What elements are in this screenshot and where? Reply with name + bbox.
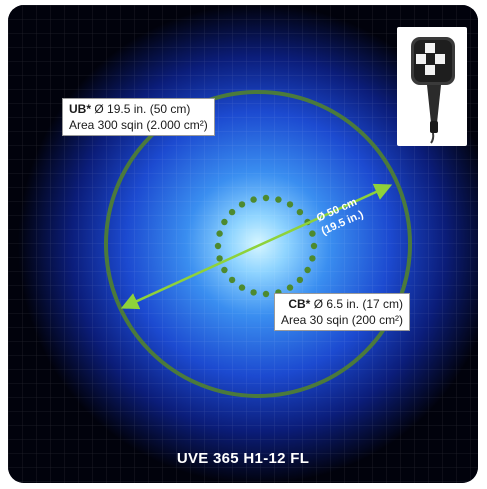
inner-ring-dot bbox=[262, 290, 270, 298]
uv-lamp-flashlight-icon bbox=[411, 37, 455, 144]
inner-ring-dot bbox=[250, 289, 257, 296]
diameter-arrow bbox=[120, 183, 393, 310]
inner-ring-dot bbox=[221, 218, 228, 226]
inner-ring-dot bbox=[275, 196, 282, 203]
ub-dims: Ø 19.5 in. (50 cm) bbox=[94, 102, 191, 116]
ub-info-line1: UB* Ø 19.5 in. (50 cm) bbox=[69, 101, 208, 117]
cb-name: CB* bbox=[288, 297, 311, 311]
inner-ring-dot bbox=[262, 194, 270, 202]
cb-area: Area 30 sqin (200 cm²) bbox=[281, 313, 404, 327]
inner-ring-dot bbox=[296, 208, 304, 216]
product-thumbnail bbox=[397, 27, 467, 146]
cb-info-line1: CB* Ø 6.5 in. (17 cm) bbox=[281, 296, 403, 312]
inner-ring-dot bbox=[304, 266, 311, 274]
beam-diagram-panel: Ø 50 cm (19.5 in.) UB* Ø 19.5 in. (50 cm… bbox=[8, 5, 478, 483]
inner-ring-dot bbox=[296, 276, 304, 284]
ub-name: UB* bbox=[69, 102, 92, 116]
inner-ring-dot bbox=[250, 196, 257, 203]
ub-info-box: UB* Ø 19.5 in. (50 cm) Area 300 sqin (2.… bbox=[62, 98, 215, 136]
inner-ring-dot bbox=[221, 266, 228, 274]
inner-ring-dot bbox=[309, 230, 316, 237]
inner-ring-dot bbox=[310, 242, 318, 250]
cb-info-box: CB* Ø 6.5 in. (17 cm) Area 30 sqin (200 … bbox=[274, 293, 411, 331]
inner-ring-dot bbox=[228, 276, 236, 284]
inner-ring-dot bbox=[286, 284, 294, 291]
ub-area: Area 300 sqin (2.000 cm²) bbox=[69, 118, 208, 132]
cb-dims: Ø 6.5 in. (17 cm) bbox=[313, 297, 404, 311]
inner-ring-dot bbox=[238, 284, 246, 291]
ub-outer-ring bbox=[104, 90, 412, 398]
inner-ring-dot bbox=[216, 230, 223, 237]
inner-ring-dot bbox=[286, 201, 294, 208]
inner-ring-dot bbox=[309, 255, 316, 262]
inner-ring-dot bbox=[238, 201, 246, 208]
product-caption: UVE 365 H1-12 FL bbox=[176, 450, 310, 467]
inner-ring-dot bbox=[214, 242, 222, 250]
inner-ring-dot bbox=[228, 208, 236, 216]
inner-ring-dot bbox=[216, 255, 223, 262]
